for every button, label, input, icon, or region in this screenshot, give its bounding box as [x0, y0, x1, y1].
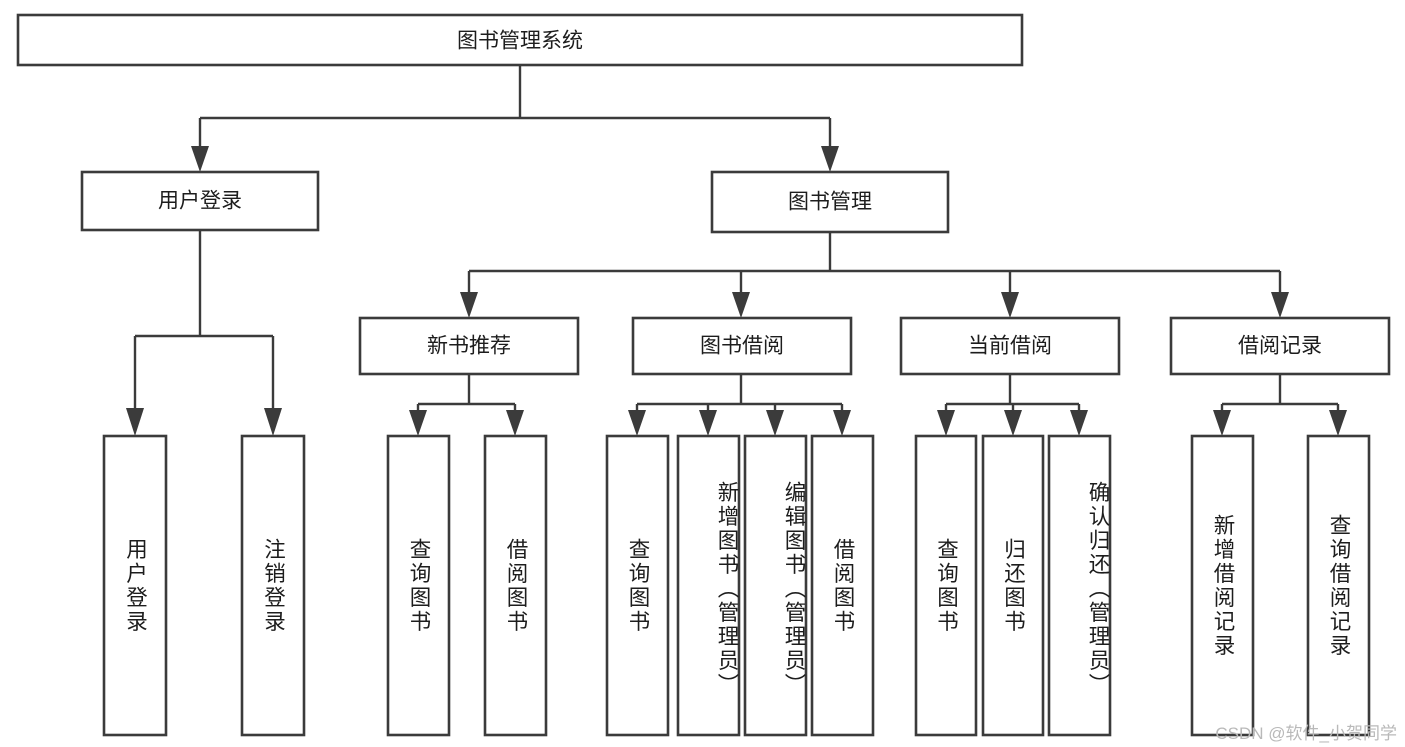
connector-group-new-book-recommend — [409, 374, 524, 436]
arrowhead-leaf-borrow-book-2 — [833, 410, 851, 436]
node-book-borrow-label: 图书借阅 — [700, 335, 784, 358]
arrowhead-leaf-add-book — [699, 410, 717, 436]
node-user-login-box[interactable] — [80, 170, 320, 232]
node-borrow-record-label: 借阅记录 — [1238, 335, 1322, 358]
node-current-borrow[interactable]: 当前借阅 — [899, 316, 1121, 376]
connector-group-book-manage — [460, 232, 1289, 318]
arrowhead-leaf-query-record — [1329, 410, 1347, 436]
node-current-borrow-label: 当前借阅 — [968, 335, 1052, 358]
arrowhead-leaf-query-book-3 — [937, 410, 955, 436]
arrowhead-book-borrow — [732, 292, 750, 318]
leaf-box-borrow-book-1[interactable] — [483, 434, 548, 737]
node-borrow-record-box[interactable] — [1169, 316, 1391, 376]
arrowhead-leaf-query-book-1 — [409, 410, 427, 436]
node-root-box[interactable] — [16, 13, 1024, 67]
node-new-book-recommend-box[interactable] — [358, 316, 580, 376]
leaf-box-user-login[interactable] — [102, 434, 168, 737]
node-root[interactable]: 图书管理系统 — [16, 13, 1024, 67]
leaf-box-borrow-book-2[interactable] — [810, 434, 875, 737]
arrowhead-new-book-recommend — [460, 292, 478, 318]
connector-group-book-borrow — [628, 374, 851, 436]
leaf-box-edit-book[interactable] — [743, 434, 808, 737]
node-new-book-recommend[interactable]: 新书推荐 — [358, 316, 580, 376]
leaf-box-query-book-2[interactable] — [605, 434, 670, 737]
node-user-login-label: 用户登录 — [158, 190, 242, 213]
node-current-borrow-box[interactable] — [899, 316, 1121, 376]
arrowhead-book-manage — [821, 146, 839, 172]
leaf-box-query-book-1[interactable] — [386, 434, 451, 737]
connector-group-current-borrow — [937, 374, 1088, 436]
arrowhead-leaf-logout — [264, 408, 282, 436]
leaf-box-query-record[interactable] — [1306, 434, 1371, 737]
node-user-login[interactable]: 用户登录 — [80, 170, 320, 232]
node-book-manage-box[interactable] — [710, 170, 950, 234]
leaf-box-confirm-return[interactable] — [1047, 434, 1112, 737]
arrowhead-leaf-edit-book — [766, 410, 784, 436]
arrowhead-leaf-borrow-book-1 — [506, 410, 524, 436]
node-book-borrow[interactable]: 图书借阅 — [631, 316, 853, 376]
connector-group-borrow-record — [1213, 374, 1347, 436]
arrowhead-leaf-user-login — [126, 408, 144, 436]
node-new-book-recommend-label: 新书推荐 — [427, 335, 511, 358]
leaf-box-logout[interactable] — [240, 434, 306, 737]
connector-group-user-login — [126, 230, 282, 436]
node-borrow-record[interactable]: 借阅记录 — [1169, 316, 1391, 376]
watermark-text: CSDN @软件_小贺同学 — [1215, 724, 1397, 743]
arrowhead-leaf-confirm-return — [1070, 410, 1088, 436]
arrowhead-leaf-query-book-2 — [628, 410, 646, 436]
node-book-borrow-box[interactable] — [631, 316, 853, 376]
connector-group-root — [191, 65, 839, 172]
leaf-box-return-book[interactable] — [981, 434, 1045, 737]
arrowhead-leaf-add-record — [1213, 410, 1231, 436]
node-root-label: 图书管理系统 — [457, 30, 583, 53]
node-book-manage[interactable]: 图书管理 — [710, 170, 950, 234]
leaf-box-query-book-3[interactable] — [914, 434, 978, 737]
leaf-box-add-book[interactable] — [676, 434, 741, 737]
arrowhead-current-borrow — [1001, 292, 1019, 318]
leaf-box-add-record[interactable] — [1190, 434, 1255, 737]
leaf-boxes — [102, 434, 1371, 737]
arrowhead-leaf-return-book — [1004, 410, 1022, 436]
arrowhead-user-login — [191, 146, 209, 172]
arrowhead-borrow-record — [1271, 292, 1289, 318]
node-book-manage-label: 图书管理 — [788, 191, 872, 214]
